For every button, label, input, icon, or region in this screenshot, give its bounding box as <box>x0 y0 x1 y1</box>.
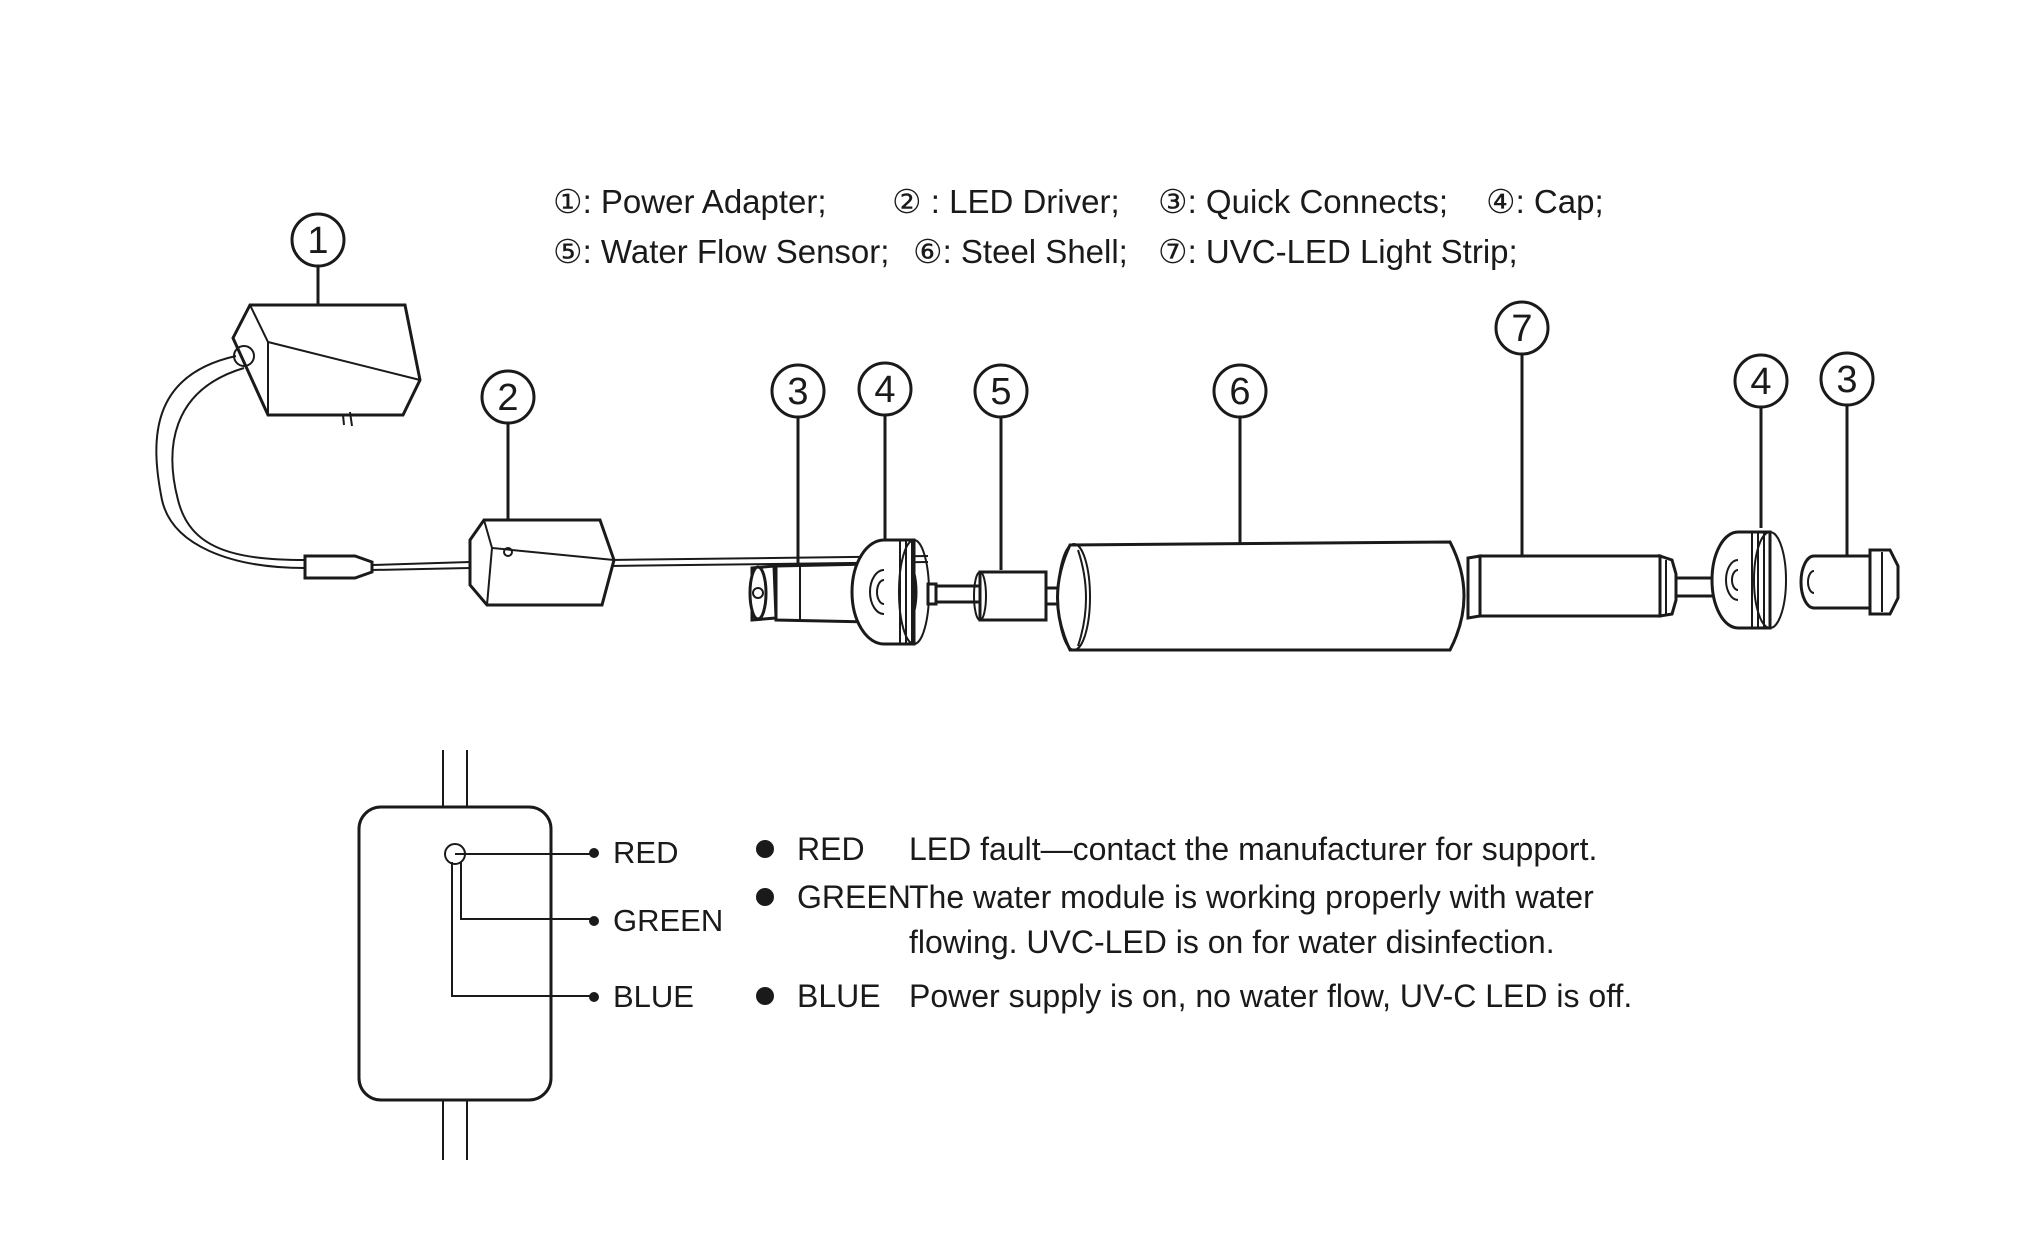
cap-left <box>850 538 938 646</box>
legend-cap: ④: Cap; <box>1486 183 1604 220</box>
bullet-icon <box>756 888 774 906</box>
indicator-label-red: RED <box>613 835 678 870</box>
svg-text:2: 2 <box>497 377 518 419</box>
svg-text:7: 7 <box>1511 308 1532 350</box>
power-cable <box>155 355 929 580</box>
status-color-red: RED <box>797 831 865 867</box>
legend-power-adapter: ①: Power Adapter; <box>553 183 827 220</box>
callout-1: 1 <box>290 212 346 268</box>
indicator-label-blue: BLUE <box>613 979 694 1014</box>
indicator-dot-blue <box>589 992 599 1002</box>
legend-steel-shell: ⑥: Steel Shell; <box>913 233 1128 270</box>
status-description-blue: Power supply is on, no water flow, UV-C … <box>909 978 1632 1014</box>
callout-4-right: 4 <box>1733 353 1789 409</box>
legend-led-driver: ② : LED Driver; <box>892 183 1120 220</box>
svg-text:4: 4 <box>1750 361 1771 403</box>
svg-text:3: 3 <box>787 371 808 413</box>
svg-text:3: 3 <box>1836 359 1857 401</box>
callout-4-left: 4 <box>857 361 913 417</box>
callout-2: 2 <box>480 369 536 425</box>
led-indicator-box: RED GREEN BLUE <box>357 750 723 1160</box>
status-description-red: LED fault—contact the manufacturer for s… <box>909 831 1597 867</box>
status-description-green-line1: The water module is working properly wit… <box>909 879 1594 915</box>
legend-uvc-led-light-strip: ⑦: UVC-LED Light Strip; <box>1158 233 1518 270</box>
callout-3-right: 3 <box>1819 351 1875 407</box>
status-table: RED LED fault—contact the manufacturer f… <box>756 831 1632 1014</box>
bullet-icon <box>756 840 774 858</box>
callout-markers: 1 2 3 4 5 6 7 4 <box>290 212 1875 425</box>
quick-connect-right <box>1799 548 1900 616</box>
legend-quick-connects: ③: Quick Connects; <box>1158 183 1448 220</box>
svg-text:5: 5 <box>990 371 1011 413</box>
status-row-red: RED LED fault—contact the manufacturer f… <box>756 831 1597 867</box>
status-description-green-line2: flowing. UVC-LED is on for water disinfe… <box>909 924 1555 960</box>
bullet-icon <box>756 987 774 1005</box>
cap-right <box>1710 530 1787 630</box>
callout-leaders <box>316 266 1849 576</box>
callout-5: 5 <box>973 363 1029 419</box>
uvc-led-light-strip <box>1466 553 1722 620</box>
callout-3-left: 3 <box>770 363 826 419</box>
legend-water-flow-sensor: ⑤: Water Flow Sensor; <box>553 233 889 270</box>
status-color-blue: BLUE <box>797 978 881 1014</box>
callout-7: 7 <box>1494 300 1550 356</box>
indicator-label-green: GREEN <box>613 903 723 938</box>
power-adapter <box>231 303 422 427</box>
svg-text:4: 4 <box>874 369 895 411</box>
svg-text:1: 1 <box>307 220 328 262</box>
indicator-dot-green <box>589 916 599 926</box>
status-color-green: GREEN <box>797 879 911 915</box>
led-driver <box>468 518 616 607</box>
callout-6: 6 <box>1212 363 1268 419</box>
steel-shell <box>1056 540 1466 652</box>
parts-legend: ①: Power Adapter; ② : LED Driver; ③: Qui… <box>553 183 1604 270</box>
status-row-blue: BLUE Power supply is on, no water flow, … <box>756 978 1632 1014</box>
status-row-green: GREEN The water module is working proper… <box>756 879 1594 960</box>
indicator-dot-red <box>589 848 599 858</box>
svg-text:6: 6 <box>1229 371 1250 413</box>
